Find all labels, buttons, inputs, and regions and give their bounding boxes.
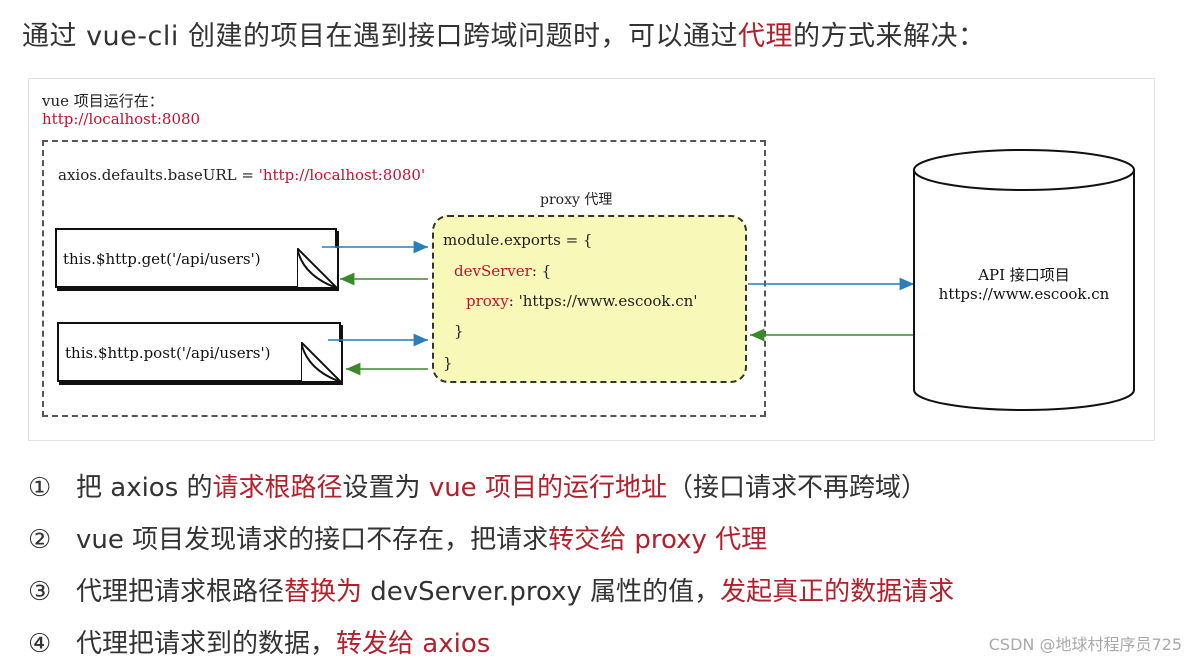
baseurl-value: 'http://localhost:8080' [258, 166, 426, 184]
proxy-label: proxy 代理 [540, 192, 613, 208]
watermark: CSDN @地球村程序员725 [988, 635, 1182, 654]
step-item: ③ 代理把请求根路径替换为 devServer.proxy 属性的值，发起真正的数… [28, 571, 954, 608]
code-line-2-rest: : { [531, 262, 552, 280]
step-text: 设置为 [342, 473, 429, 503]
step-number: ① [28, 473, 52, 503]
page-title: 通过 vue-cli 创建的项目在遇到接口跨域问题时，可以通过代理的方式来解决： [22, 14, 985, 53]
code-line-3-rest: : 'https://www.escook.cn' [508, 292, 698, 310]
step-highlight: 请求根路径 [212, 473, 343, 503]
vue-project-boundary [42, 140, 766, 417]
api-label: API 接口项目 [978, 266, 1070, 284]
post-request-note: this.$http.post('/api/users') [57, 322, 341, 382]
code-line-5: } [443, 354, 453, 372]
code-proxy-key: proxy [466, 292, 509, 310]
step-highlight: vue 项目的运行地址 [428, 473, 667, 503]
code-line-4: } [454, 322, 464, 340]
code-devserver-key: devServer [454, 262, 532, 280]
code-line-1: module.exports = { [443, 231, 593, 249]
step-number: ② [28, 525, 52, 555]
folded-corner-icon [297, 248, 337, 288]
step-number: ④ [28, 629, 52, 659]
step-text: （接口请求不再跨域） [666, 473, 927, 503]
baseurl-prefix: axios.defaults.baseURL = [58, 166, 259, 184]
step-highlight: 转发给 axios [336, 629, 491, 659]
step-item: ② vue 项目发现请求的接口不存在，把请求转交给 proxy 代理 [28, 519, 767, 556]
step-text: 代理把请求根路径 [76, 577, 285, 607]
step-highlight: 发起真正的数据请求 [720, 577, 955, 607]
step-text: 代理把请求到的数据， [76, 629, 337, 659]
project-url: http://localhost:8080 [42, 110, 201, 128]
baseurl-line: axios.defaults.baseURL = 'http://localho… [58, 166, 425, 184]
step-text: devServer.proxy 属性的值， [362, 577, 721, 607]
post-request-text: this.$http.post('/api/users') [65, 344, 271, 362]
api-url: https://www.escook.cn [938, 285, 1110, 303]
database-cylinder-icon [913, 149, 1135, 411]
title-suffix: 的方式来解决： [792, 21, 986, 52]
step-text: vue 项目发现请求的接口不存在，把请求 [76, 525, 549, 555]
step-item: ① 把 axios 的请求根路径设置为 vue 项目的运行地址（接口请求不再跨域） [28, 467, 927, 504]
step-item: ④ 代理把请求到的数据，转发给 axios [28, 623, 490, 660]
get-request-text: this.$http.get('/api/users') [63, 250, 261, 268]
title-prefix: 通过 vue-cli 创建的项目在遇到接口跨域问题时，可以通过 [22, 21, 738, 52]
project-label: vue 项目运行在： [42, 92, 164, 110]
step-highlight: 转交给 proxy 代理 [548, 525, 768, 555]
code-line-3: proxy: 'https://www.escook.cn' [466, 292, 697, 310]
get-request-note: this.$http.get('/api/users') [55, 228, 337, 288]
code-line-2: devServer: { [454, 262, 551, 280]
step-number: ③ [28, 577, 52, 607]
folded-corner-icon [301, 342, 341, 382]
step-highlight: 替换为 [284, 577, 363, 607]
title-highlight: 代理 [737, 21, 793, 52]
proxy-config-box [432, 215, 747, 383]
step-text: 把 axios 的 [76, 473, 213, 503]
